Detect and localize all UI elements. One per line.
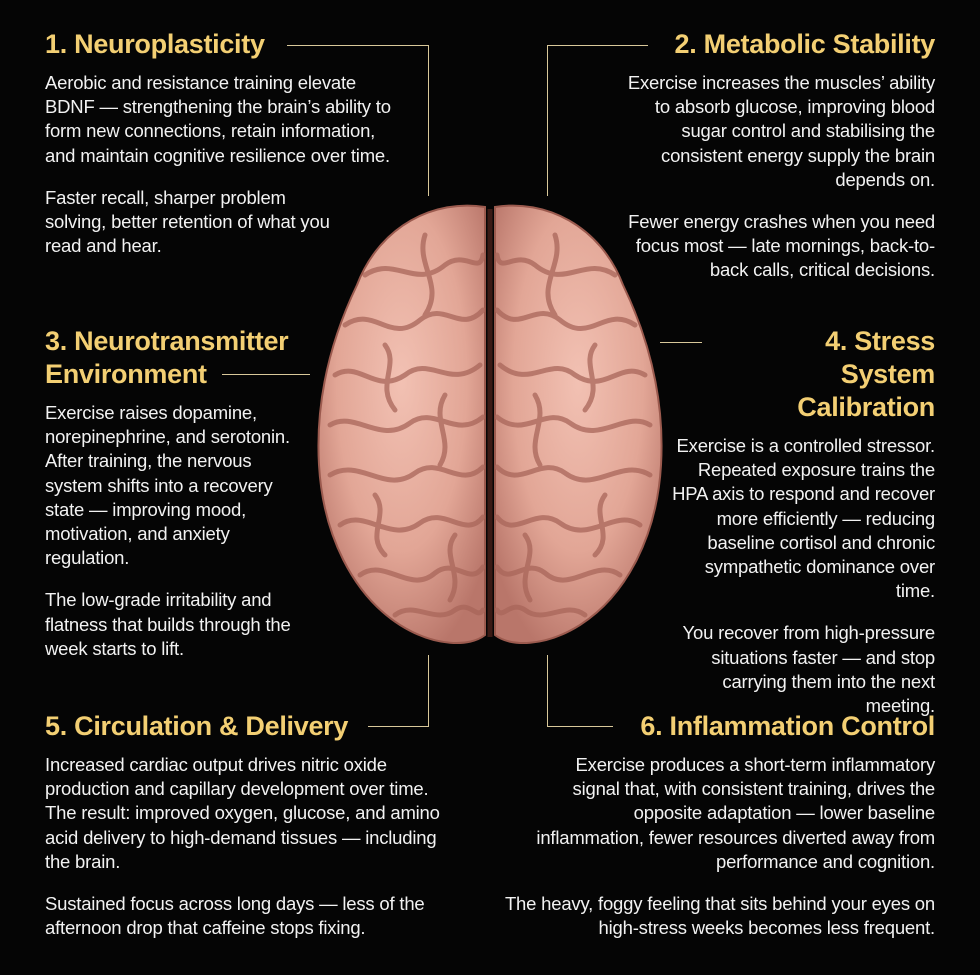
section-body: Exercise is a controlled stressor. Repea… [672, 435, 935, 602]
section-stress-system-calibration: 4. Stress System Calibration Exercise is… [672, 325, 935, 736]
section-title: 5. Circulation & Delivery [45, 711, 349, 741]
section-takeaway: Faster recall, sharper problem solving, … [45, 186, 330, 257]
section-body: Exercise raises dopamine, norepinephrine… [45, 402, 290, 569]
brain-icon [317, 204, 663, 644]
connector-1 [287, 45, 429, 196]
section-takeaway: Fewer energy crashes when you need focus… [628, 211, 935, 281]
connector-2 [547, 45, 648, 196]
section-takeaway: The heavy, foggy feeling that sits behin… [504, 893, 935, 939]
section-neurotransmitter-environment: 3. Neurotransmitter Environment Exercise… [45, 325, 310, 679]
section-body: Aerobic and resistance training elevate … [45, 72, 391, 166]
section-body: Exercise produces a short-term inflammat… [536, 754, 935, 872]
section-body: Increased cardiac output drives nitric o… [45, 754, 440, 872]
connector-6 [547, 655, 613, 727]
brain-illustration [305, 195, 675, 655]
section-takeaway: Sustained focus across long days — less … [45, 893, 425, 939]
section-metabolic-stability: 2. Metabolic Stability Exercise increase… [610, 28, 935, 301]
section-takeaway: The low-grade irritability and flatness … [45, 589, 291, 659]
connector-4 [660, 342, 702, 343]
section-neuroplasticity: 1. Neuroplasticity Aerobic and resistanc… [45, 28, 405, 276]
section-circulation-delivery: 5. Circulation & Delivery Increased card… [45, 710, 445, 958]
section-body: Exercise increases the muscles’ ability … [627, 72, 935, 190]
section-title: 4. Stress System Calibration [797, 326, 935, 422]
section-takeaway: You recover from high-pressure situation… [682, 622, 936, 717]
section-title: 3. Neurotransmitter Environment [45, 326, 289, 389]
connector-5 [368, 655, 429, 727]
section-title: 2. Metabolic Stability [674, 29, 936, 59]
section-title: 6. Inflammation Control [640, 711, 935, 741]
connector-3 [222, 374, 310, 375]
section-title: 1. Neuroplasticity [45, 29, 265, 59]
section-inflammation-control: 6. Inflammation Control Exercise produce… [490, 710, 935, 958]
